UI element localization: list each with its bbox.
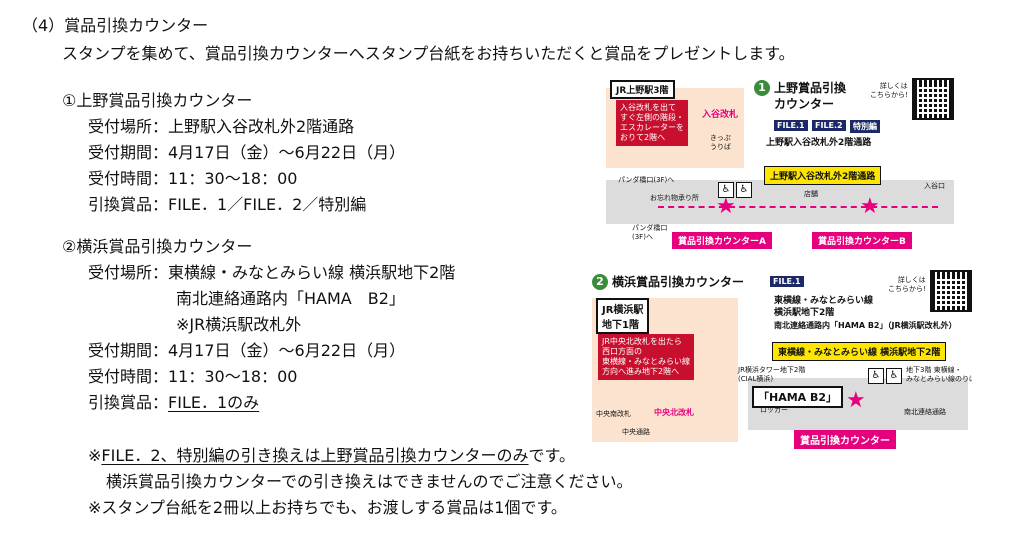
yokohama-heading: ②横浜賞品引換カウンター	[62, 237, 253, 256]
counter-a-star-icon: ★	[716, 194, 736, 219]
locker-label: ロッカー	[760, 406, 788, 414]
prize-label: 引換賞品：	[88, 393, 169, 412]
yokohama-map: 2 横浜賞品引換カウンター FILE.1 詳しくは こちらから! JR横浜駅 地…	[588, 268, 972, 450]
yokohama-qr-code[interactable]	[930, 270, 972, 312]
note-2: 横浜賞品引換カウンターでの引き換えはできませんのでご注意ください。	[106, 472, 633, 491]
yokohama-counter-star-icon: ★	[846, 388, 866, 413]
to-platform-label: 地下3階 東横線・ みなとみらい線のりばへ	[906, 366, 972, 383]
counter-a-label: 賞品引換カウンターA	[672, 232, 772, 249]
ueno-period: 受付期間：4月17日（金）～6月22日（月）	[88, 143, 406, 162]
yokohama-number-badge: 2	[592, 274, 608, 290]
ueno-corridor-label: 上野駅入谷改札外2階通路	[764, 166, 882, 185]
yokohama-prize: 引換賞品：FILE．1のみ	[88, 393, 259, 413]
ueno-file-1: FILE.1	[774, 120, 808, 131]
note-1-underlined: FILE．2、特別編の引き換えは上野賞品引換カウンターのみ	[101, 446, 529, 465]
yokohama-period: 受付期間：4月17日（金）～6月22日（月）	[88, 341, 406, 360]
yokohama-location-1: 東横線・みなとみらい線	[774, 296, 874, 306]
ueno-number-badge: 1	[754, 80, 770, 96]
ueno-place: 受付場所：上野駅入谷改札外2階通路	[88, 117, 355, 136]
note-1-prefix: ※	[88, 446, 102, 465]
ueno-route-line	[658, 206, 938, 208]
counter-b-star-icon: ★	[860, 194, 880, 219]
ueno-prize: 引換賞品：FILE．1／FILE．2／特別編	[88, 195, 367, 214]
wheelchair-icon-2: ♿	[886, 368, 902, 384]
ticket-office: きっぷ うりば	[710, 134, 731, 151]
south-gate-label: 中央南改札	[596, 410, 631, 418]
ueno-time: 受付時間：11：30～18：00	[88, 169, 298, 188]
ueno-map-title-2: カウンター	[774, 97, 835, 111]
panda-bridge-label-2: パンダ橋口 (3F)へ	[632, 224, 668, 241]
yokohama-place-1: 受付場所：東横線・みなとみらい線 横浜駅地下2階	[88, 263, 456, 282]
north-gate-label: 中央北改札	[654, 408, 694, 417]
ueno-heading: ①上野賞品引換カウンター	[62, 91, 253, 110]
shop-label: 店舗	[804, 190, 818, 198]
restroom-icon-2: ♿	[868, 368, 884, 384]
yokohama-time: 受付時間：11：30～18：00	[88, 367, 298, 386]
cial-label: JR横浜タワー地下2階 (CIAL横浜)	[738, 366, 806, 383]
yokohama-guide: JR中央北改札を出たら 西口方面の 東横線・みなとみらい線 方向へ進み地下2階へ	[598, 334, 694, 380]
wheelchair-icon: ♿	[736, 182, 752, 198]
ueno-file-special: 特別編	[850, 120, 880, 133]
yokohama-floor-label: 東横線・みなとみらい線 横浜駅地下2階	[772, 342, 947, 361]
ueno-file-2: FILE.2	[812, 120, 846, 131]
ueno-map-location: 上野駅入谷改札外2階通路	[766, 138, 872, 148]
central-passage-label: 中央通路	[622, 428, 650, 436]
yokohama-file-1: FILE.1	[770, 276, 804, 287]
lost-found-label: お忘れ物承り所	[650, 194, 699, 202]
nanboku-corridor-label: 南北連絡通路	[904, 408, 946, 416]
note-1-suffix: です。	[528, 446, 575, 465]
ueno-map: JR上野駅3階 入谷改札を出て すぐ左側の階段・ エスカレーターを おりて2階へ…	[598, 76, 960, 254]
yokohama-counter-label: 賞品引換カウンター	[794, 430, 896, 449]
iriya-gate: 入谷改札	[702, 110, 739, 120]
intro-text: スタンプを集めて、賞品引換カウンターへスタンプ台紙をお持ちいただくと賞品をプレゼ…	[62, 44, 795, 63]
yokohama-map-title: 横浜賞品引換カウンター	[612, 275, 745, 289]
yokohama-location-2: 横浜駅地下2階	[774, 308, 835, 318]
ueno-guide: 入谷改札を出て すぐ左側の階段・ エスカレーターを おりて2階へ	[616, 100, 688, 146]
counter-b-label: 賞品引換カウンターB	[812, 232, 912, 249]
yokohama-location-3: 南北連絡通路内「HAMA B2」（JR横浜駅改札外）	[774, 321, 957, 330]
section-title: （4）賞品引換カウンター	[22, 16, 209, 35]
entrance-label: 入谷口	[924, 182, 945, 190]
ueno-station-label: JR上野駅3階	[610, 80, 675, 99]
note-3: ※スタンプ台紙を2冊以上お持ちでも、お渡しする賞品は1個です。	[88, 498, 567, 517]
ueno-qr-code[interactable]	[912, 78, 954, 120]
ueno-2f-floor	[606, 180, 954, 224]
yokohama-place-3: ※JR横浜駅改札外	[176, 315, 302, 334]
prize-value: FILE．1のみ	[168, 393, 260, 412]
ueno-map-title-1: 上野賞品引換	[774, 81, 847, 95]
note-1: ※FILE．2、特別編の引き換えは上野賞品引換カウンターのみです。	[88, 446, 575, 466]
restroom-icon: ♿	[718, 182, 734, 198]
yokohama-place-2: 南北連絡通路内「HAMA B2」	[176, 289, 405, 308]
panda-bridge-label: パンダ橋口(3F)へ	[618, 176, 675, 184]
yokohama-details-link[interactable]: 詳しくは こちらから!	[888, 276, 926, 293]
ueno-details-link[interactable]: 詳しくは こちらから!	[870, 82, 908, 99]
yokohama-station-label: JR横浜駅 地下1階	[596, 298, 650, 334]
hama-b2-label: 「HAMA B2」	[752, 386, 844, 408]
